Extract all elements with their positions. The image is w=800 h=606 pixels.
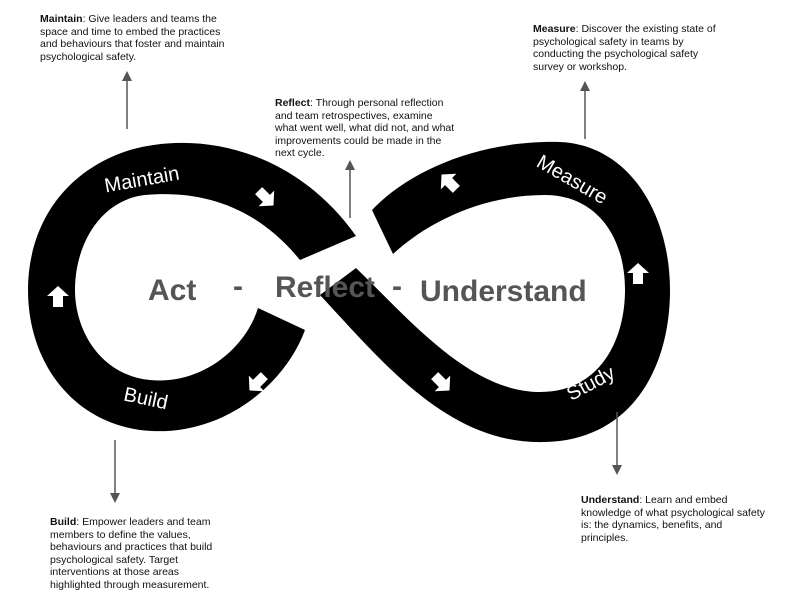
note-measure-body: : Discover the existing state of psychol… <box>533 23 716 73</box>
center-understand: Understand <box>420 275 587 308</box>
note-build-title: Build <box>50 516 77 528</box>
block-arrow-icon <box>440 173 460 193</box>
band-arrow-right <box>627 263 649 284</box>
block-arrow-icon <box>255 187 275 207</box>
band-arrow-study <box>431 372 451 392</box>
band-arrow-measure <box>440 173 460 193</box>
center-dash-right: - <box>392 270 402 303</box>
right-loop-band <box>320 141 670 443</box>
note-maintain: Maintain: Give leaders and teams the spa… <box>40 13 230 63</box>
block-arrow-icon <box>627 263 649 284</box>
block-arrow-icon <box>431 372 451 392</box>
note-measure-title: Measure <box>533 23 576 35</box>
note-understand-body: : Learn and embed knowledge of what psyc… <box>581 494 765 544</box>
note-understand-title: Understand <box>581 494 640 506</box>
note-build-body: : Empower leaders and team members to de… <box>50 516 213 591</box>
note-build: Build: Empower leaders and team members … <box>50 516 232 592</box>
left-loop-band <box>28 142 356 432</box>
note-reflect: Reflect: Through personal reflection and… <box>275 97 455 160</box>
band-arrow-maintain <box>255 187 275 207</box>
note-maintain-title: Maintain <box>40 13 83 25</box>
note-reflect-body: : Through personal reflection and team r… <box>275 97 455 160</box>
center-act: Act <box>148 274 196 307</box>
note-measure: Measure: Discover the existing state of … <box>533 23 721 73</box>
note-reflect-title: Reflect <box>275 97 311 109</box>
band-arrow-left <box>47 286 69 307</box>
block-arrow-icon <box>47 286 69 307</box>
block-arrow-icon <box>248 372 268 392</box>
center-dash-left: - <box>233 270 243 303</box>
note-maintain-body: : Give leaders and teams the space and t… <box>40 13 225 63</box>
center-reflect: Reflect <box>275 271 375 304</box>
note-understand: Understand: Learn and embed knowledge of… <box>581 494 769 544</box>
band-arrow-build <box>248 372 268 392</box>
